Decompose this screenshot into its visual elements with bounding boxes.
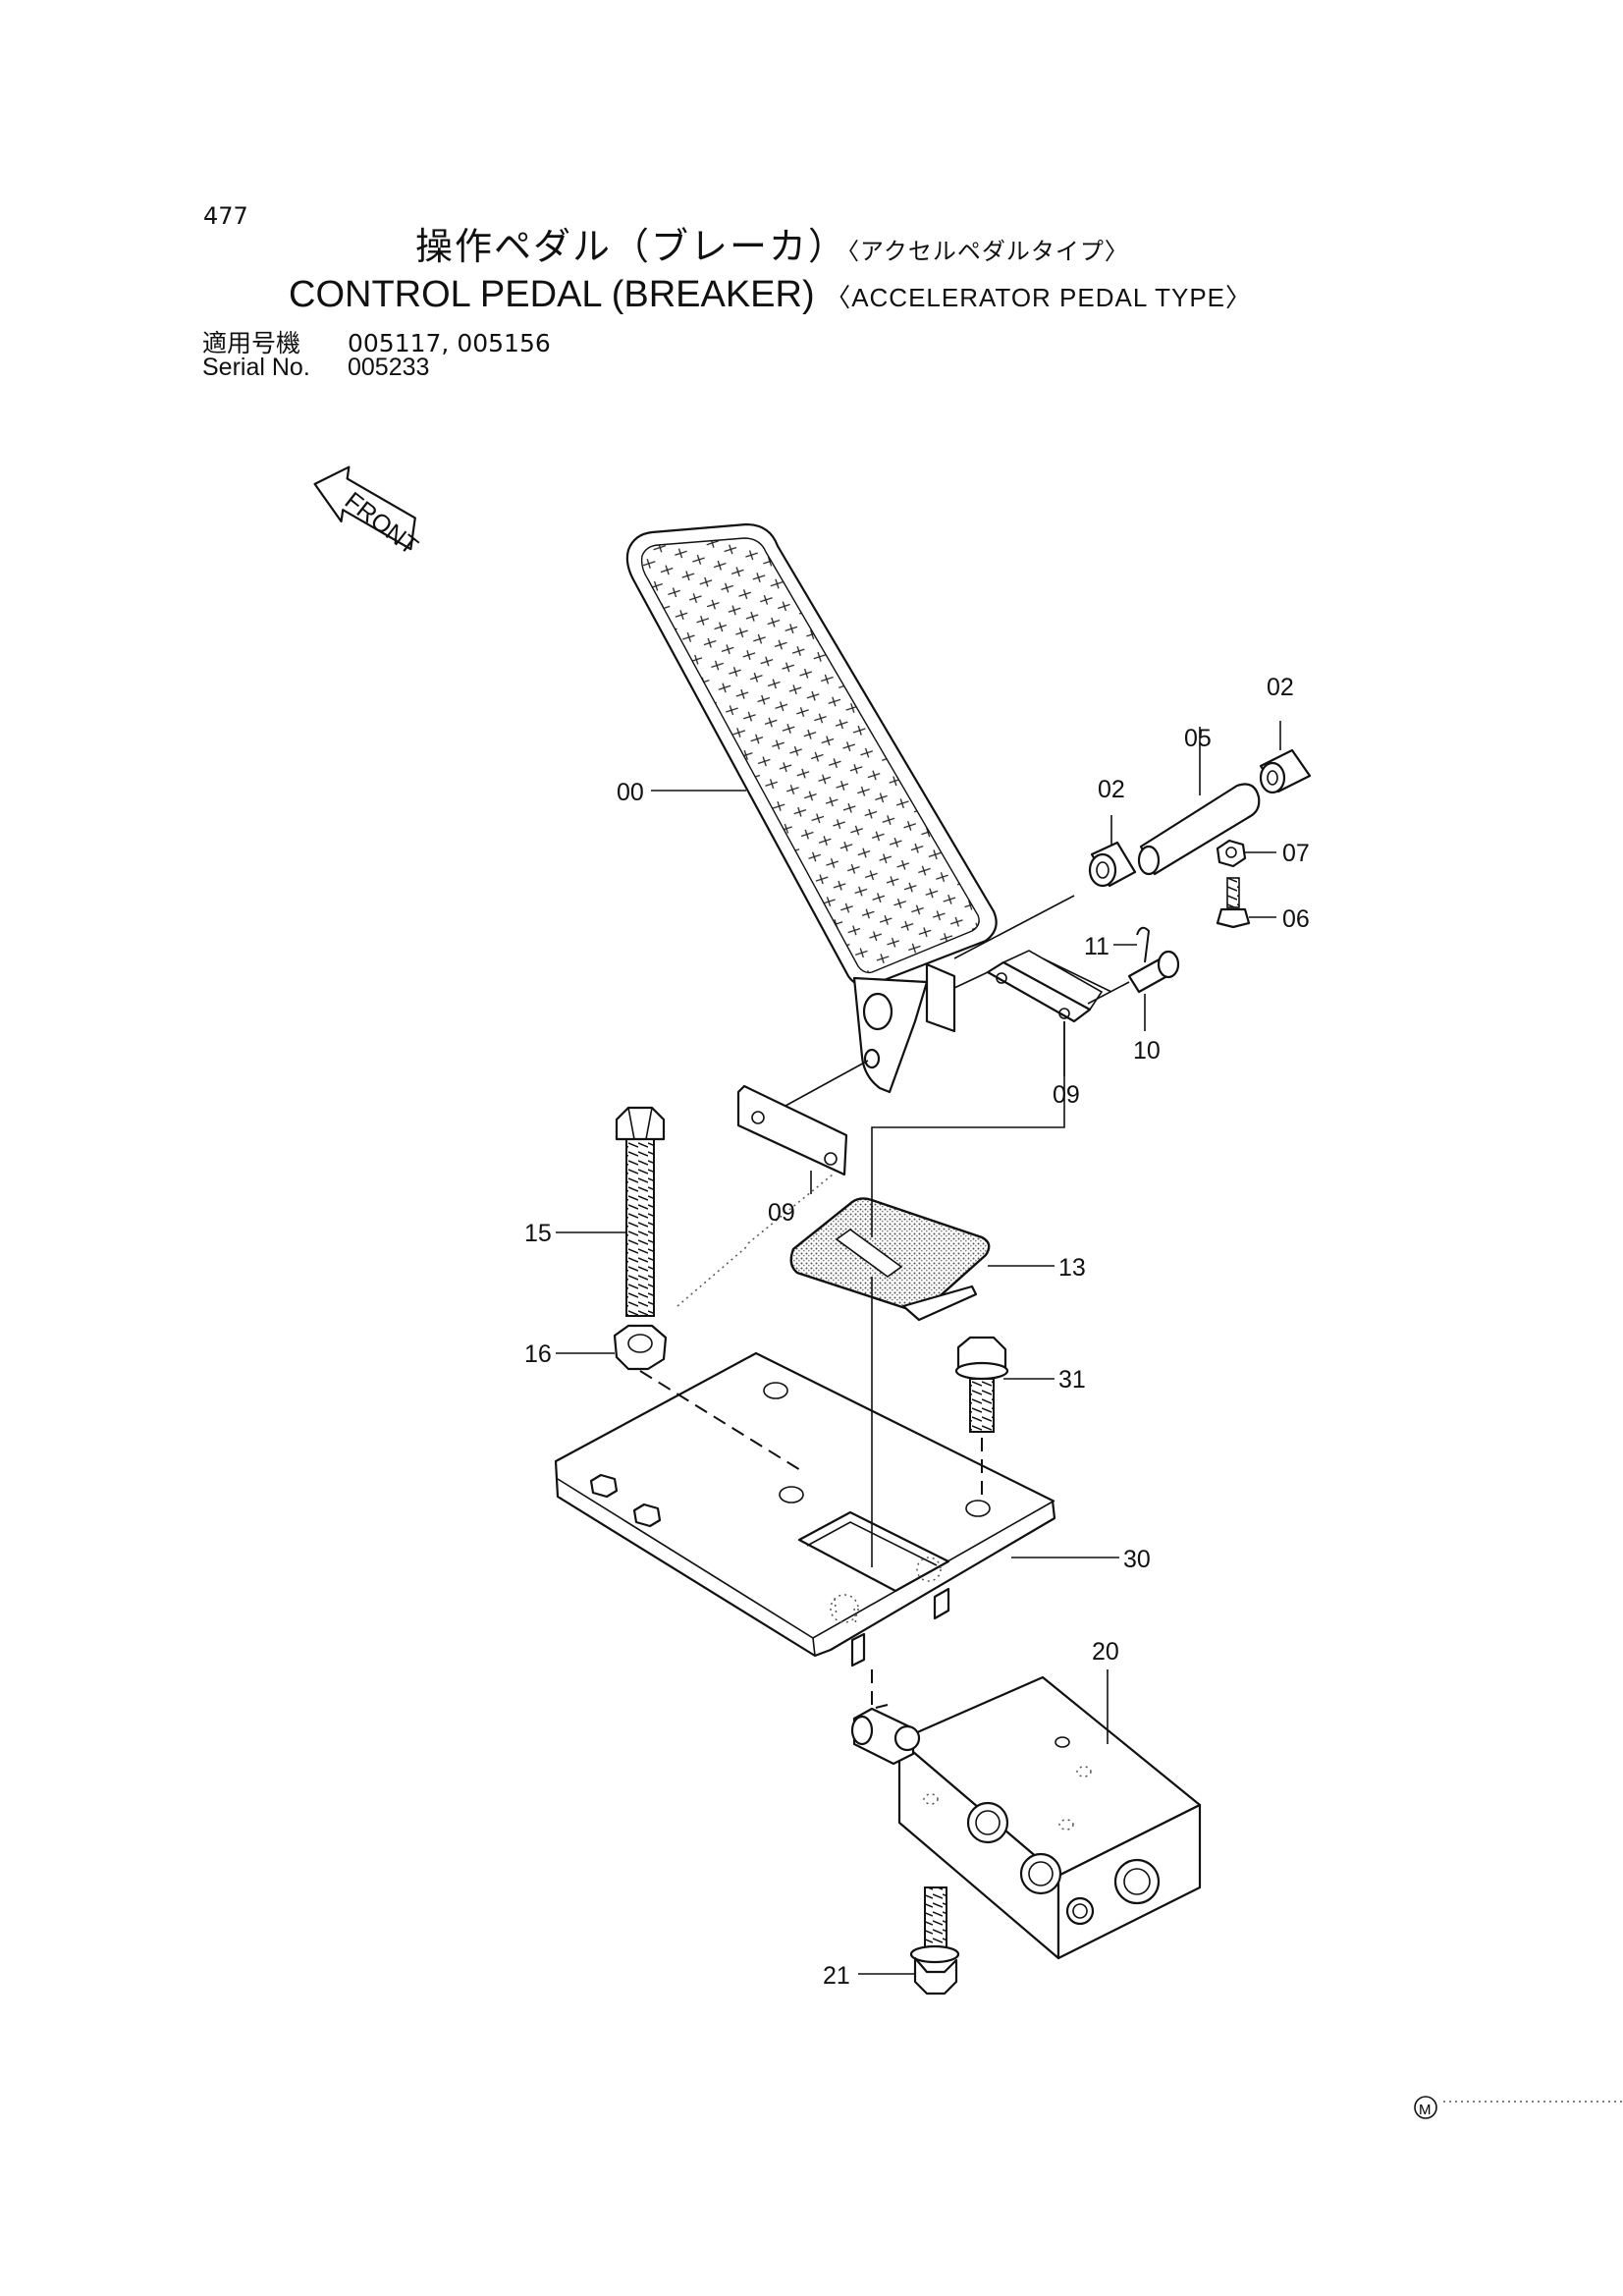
label-part-00: 00 [617,779,644,806]
part-20-pilot-valve [850,1675,1202,1960]
label-part-11: 11 [1084,933,1109,960]
part-13-rubber-cover [789,1197,991,1322]
title-japanese: 操作ペダル（ブレーカ）〈アクセルペダルタイプ〉 [415,216,1129,270]
label-part-30: 30 [1123,1546,1151,1573]
title-en-subtitle: 〈ACCELERATOR PEDAL TYPE〉 [825,283,1253,312]
part-07-nut [1216,839,1247,868]
part-09-plate-upper [986,950,1104,1023]
serial-jp-value: 005117, 005156 [348,329,551,357]
label-part-06: 06 [1282,905,1310,933]
label-part-13: 13 [1058,1254,1086,1282]
part-15-bolt [615,1106,666,1317]
label-part-10: 10 [1133,1037,1161,1065]
serial-jp-label: 適用号機 [202,329,301,357]
part-00-pedal [625,522,998,1094]
title-jp-subtitle: 〈アクセルペダルタイプ〉 [847,238,1129,265]
title-jp-main: 操作ペダル（ブレーカ） [415,225,848,268]
serial-en-label: Serial No. [202,354,310,381]
serial-japanese: 適用号機 005117, 005156 [202,324,551,359]
m-marker: M [1414,2096,1623,2119]
part-31-flange-bolt [954,1336,1009,1433]
title-en-main: CONTROL PEDAL (BREAKER) [289,274,815,315]
serial-english: Serial No. 005233 [202,354,429,382]
label-part-02-left: 02 [1098,776,1125,803]
label-part-16: 16 [524,1340,552,1368]
front-direction-arrow: FRONT [313,465,423,561]
page-number: 477 [203,202,248,230]
label-part-07: 07 [1282,840,1310,867]
label-part-02-right: 02 [1267,674,1294,701]
part-02-bush-right [1259,748,1312,794]
part-labels: 00 02 05 02 07 06 11 10 09 09 15 13 16 3… [524,674,1310,1990]
part-16-nut [613,1324,668,1371]
part-09-plate-lower [736,1084,848,1176]
part-21-flange-bolt [909,1886,960,1995]
part-11-split-pin [1136,926,1151,963]
title-english: CONTROL PEDAL (BREAKER) 〈ACCELERATOR PED… [289,274,1252,316]
part-05-pin [1137,783,1261,876]
label-part-09-lower: 09 [768,1199,795,1227]
leader-lines [556,721,1281,1975]
part-10-pin [1127,950,1180,994]
label-part-09-upper: 09 [1053,1081,1080,1109]
part-06-screw [1216,877,1251,929]
m-marker-letter: M [1419,2102,1432,2118]
label-part-20: 20 [1092,1638,1119,1666]
serial-en-value: 005233 [348,354,430,381]
part-02-bush-left [1088,841,1137,888]
label-part-15: 15 [524,1220,552,1247]
label-part-05: 05 [1184,725,1212,752]
part-30-base-plate [554,1351,1056,1667]
label-part-21: 21 [823,1962,850,1990]
label-part-31: 31 [1058,1366,1086,1394]
